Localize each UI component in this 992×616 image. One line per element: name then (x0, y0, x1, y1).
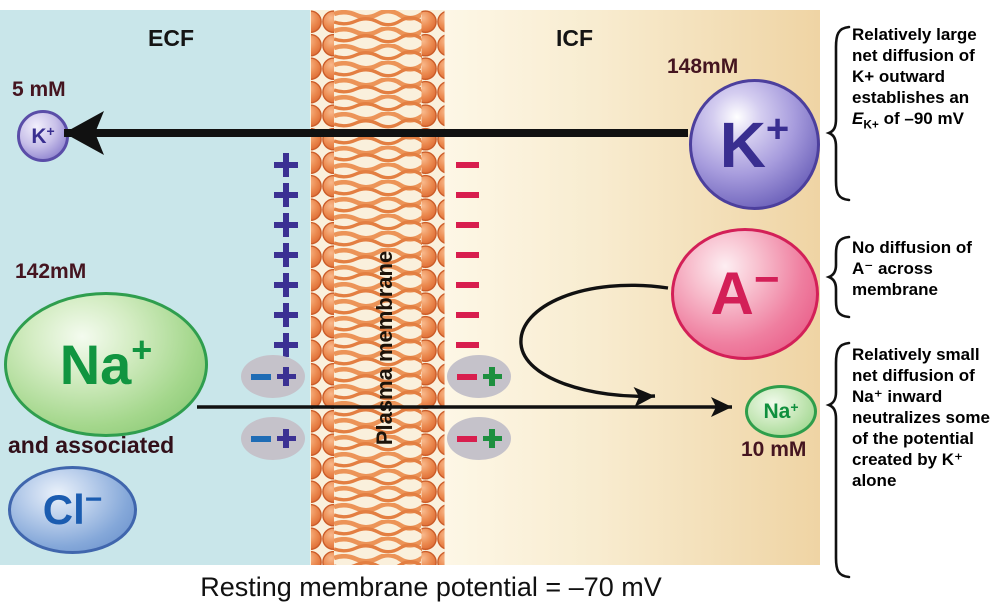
minus-icon (456, 281, 479, 289)
k-icf-concentration: 148mM (667, 55, 739, 78)
plus-icon (274, 153, 298, 177)
k-charge: + (765, 106, 790, 151)
a-symbol: A (710, 260, 754, 327)
annotation-na-diffusion: Relatively small net diffusion of Na⁺ in… (852, 345, 990, 491)
k-ecf-concentration: 5 mM (12, 78, 66, 101)
plus-icon (274, 213, 298, 237)
plus-icon (276, 429, 296, 448)
k-charge: + (46, 123, 55, 139)
equilibrium-potential-symbol: E (852, 109, 864, 129)
cl-charge: − (84, 483, 103, 516)
dipole-pair-icf-1 (447, 355, 511, 398)
annotation-a-no-diffusion: No diffusion of A⁻ across membrane (852, 238, 972, 300)
minus-icon (456, 341, 479, 349)
plasma-membrane-label: Plasma membrane (372, 250, 397, 446)
sodium-ion-small: Na+ (745, 385, 817, 438)
minus-icon (456, 251, 479, 259)
na-charge: + (131, 328, 153, 370)
icf-label: ICF (556, 25, 594, 51)
brace-a-annotation (825, 235, 851, 319)
cl-symbol: Cl (42, 486, 85, 533)
potassium-ion-small: K+ (17, 110, 69, 162)
annotation-k-text: Relatively large net diffusion of K+ out… (852, 25, 977, 108)
minus-icon (250, 435, 271, 442)
minus-icon (456, 435, 477, 442)
minus-icon (456, 221, 479, 229)
na-ecf-concentration: 142mM (15, 260, 87, 283)
plus-icon (274, 183, 298, 207)
plus-icon (274, 303, 298, 327)
icf-minus-charge-column (456, 162, 479, 349)
na-symbol: Na (763, 400, 791, 423)
a-charge: − (753, 255, 780, 304)
plus-icon (276, 367, 296, 386)
dipole-pair-ecf-1 (241, 355, 305, 398)
ecf-label: ECF (148, 25, 194, 51)
minus-icon (456, 162, 479, 169)
brace-na-annotation (825, 341, 851, 579)
dipole-pair-ecf-2 (241, 417, 305, 460)
ecf-plus-charge-column (274, 153, 298, 357)
plus-icon (274, 243, 298, 267)
annotation-k-text-after: of –90 mV (878, 109, 964, 129)
minus-icon (456, 191, 479, 199)
resting-potential-caption: Resting membrane potential = –70 mV (200, 572, 662, 602)
equilibrium-potential-subscript: K+ (863, 117, 879, 132)
sodium-ion-large: Na+ (4, 292, 208, 437)
annotation-k-diffusion: Relatively large net diffusion of K+ out… (852, 24, 992, 132)
plus-icon (274, 273, 298, 297)
k-symbol: K (719, 108, 766, 181)
plus-icon (482, 429, 502, 448)
na-icf-concentration: 10 mM (741, 438, 807, 461)
potassium-ion-large: K+ (689, 79, 820, 210)
chloride-ion: Cl− (8, 466, 137, 554)
and-associated-label: and associated (8, 432, 175, 458)
k-symbol: K (31, 124, 47, 148)
plus-icon (274, 333, 298, 357)
brace-k-annotation (825, 25, 851, 202)
minus-icon (456, 373, 477, 380)
plus-icon (482, 367, 502, 386)
na-symbol: Na (59, 332, 132, 396)
minus-icon (456, 311, 479, 319)
anion-a-ion: A− (671, 228, 819, 360)
dipole-pair-icf-2 (447, 417, 511, 460)
minus-icon (250, 373, 271, 380)
na-charge: + (790, 398, 799, 415)
